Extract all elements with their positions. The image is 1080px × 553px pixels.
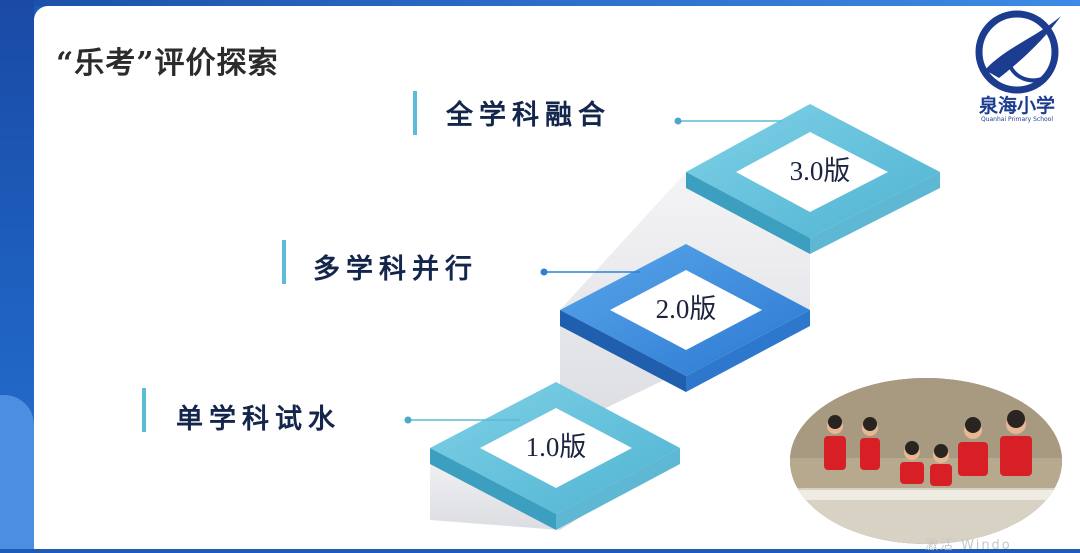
top-accent-strip [0, 0, 1080, 6]
label-bar-1 [142, 388, 146, 432]
left-wave-decoration [0, 395, 34, 549]
version-label-3: 3.0版 [790, 156, 851, 186]
step-level-2 [560, 244, 810, 392]
students-photo [790, 378, 1062, 544]
label-bar-2 [282, 240, 286, 284]
version-label-2: 2.0版 [656, 294, 717, 324]
label-bar-3 [413, 91, 417, 135]
step-level-3 [686, 104, 940, 254]
logo-school-name: 泉海小学 [978, 94, 1055, 117]
level-name-1: 单学科试水 [176, 404, 341, 435]
level-name-3: 全学科融合 [446, 100, 611, 131]
school-logo: 泉海小学 Quanhai Primary School [975, 10, 1061, 123]
connector-level-3 [674, 117, 782, 125]
watermark-text: 激活 Windo [925, 538, 1012, 553]
slide-title: “乐考”评价探索 [56, 46, 279, 81]
version-label-1: 1.0版 [526, 432, 587, 462]
connector-level-2 [540, 268, 640, 276]
step-level-1 [430, 382, 680, 530]
connector-level-1 [404, 416, 520, 424]
level-name-2: 多学科并行 [313, 254, 478, 285]
logo-english-name: Quanhai Primary School [981, 116, 1053, 123]
